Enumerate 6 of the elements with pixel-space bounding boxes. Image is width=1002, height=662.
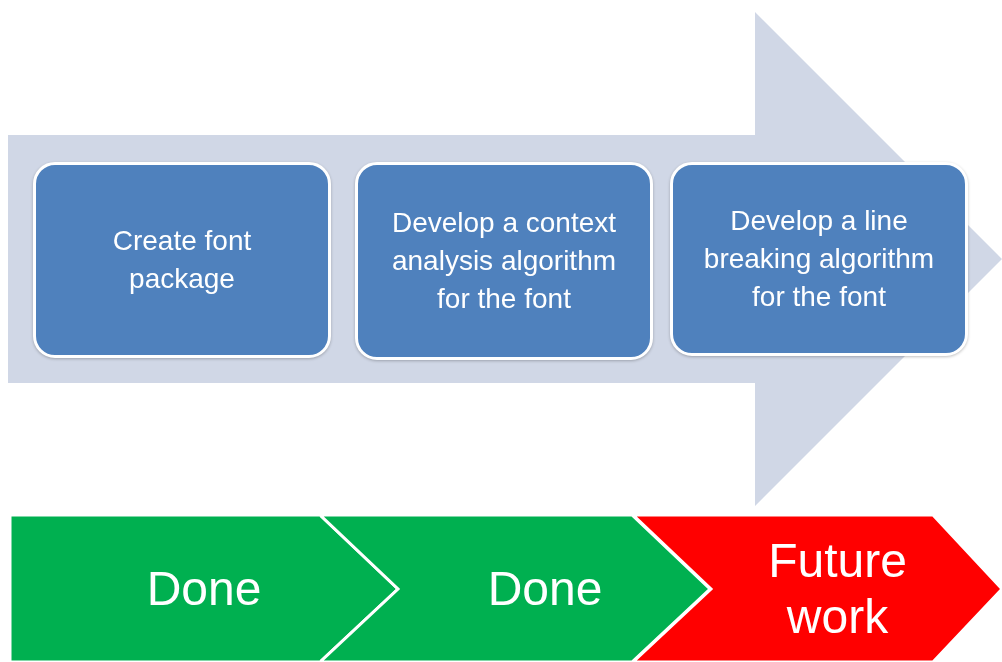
process-box: Develop a line breaking algorithm for the font: [670, 162, 968, 356]
status-text: Done: [146, 560, 262, 617]
process-box: Create font package: [33, 162, 331, 358]
status-text: Done: [487, 560, 603, 617]
process-box: Develop a context analysis algorithm for the font: [355, 162, 653, 360]
status-text: Future work: [767, 532, 908, 645]
